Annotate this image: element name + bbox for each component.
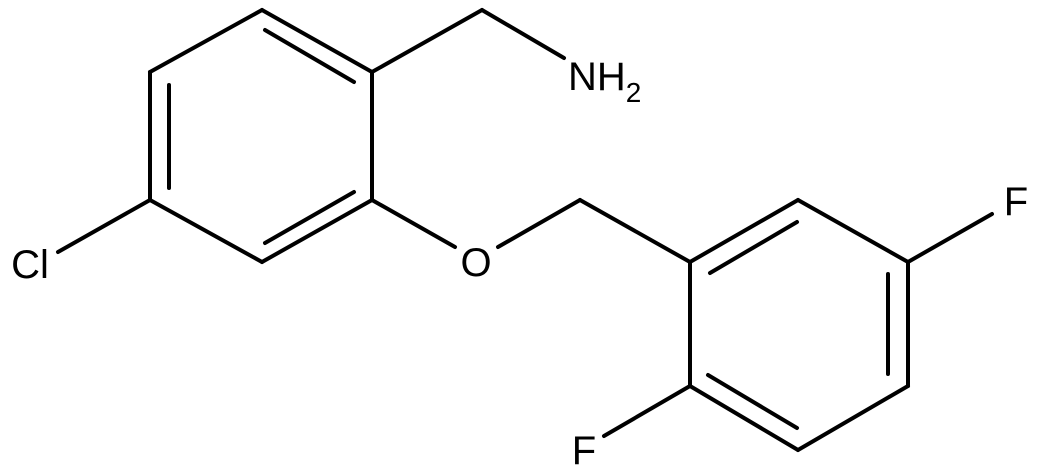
bond-c-cl [56, 198, 152, 254]
bond-ringA-3 [148, 198, 264, 264]
bond-c-f-lower [602, 384, 692, 438]
bond-c-f-upper [906, 212, 994, 264]
bond-ringA-6 [260, 8, 374, 74]
bond-ch2 [370, 8, 484, 74]
atom-label-oxygen: O [460, 241, 491, 285]
atom-labels: NH2 O Cl F F [11, 55, 1028, 472]
atom-label-chlorine: Cl [11, 243, 49, 287]
bond-ringB-5 [688, 384, 800, 452]
bond-ringB-1 [688, 198, 800, 264]
bond-ringB-2 [796, 198, 910, 264]
bond-ch2-ring [578, 198, 692, 264]
atom-label-nh2: NH2 [568, 55, 641, 108]
atom-label-nh2-main: NH [568, 55, 626, 99]
bond-c-o [370, 198, 457, 249]
atom-label-fluorine-lower: F [572, 429, 596, 472]
bond-ringB-double-1 [708, 220, 799, 275]
atom-label-fluorine-upper: F [1004, 180, 1028, 224]
atom-label-nh2-subscript: 2 [626, 77, 642, 108]
bond-ringA-4 [260, 198, 374, 264]
bond-ch2-n [480, 8, 566, 60]
bond-ringB-4 [796, 384, 910, 452]
bond-ringA-double-3 [263, 28, 356, 84]
bond-ringA-double-2 [263, 190, 356, 245]
bonds [56, 8, 994, 452]
bond-ringB-double-3 [706, 373, 799, 430]
bond-o-ch2 [496, 198, 582, 249]
bond-ringA-1 [148, 8, 264, 74]
